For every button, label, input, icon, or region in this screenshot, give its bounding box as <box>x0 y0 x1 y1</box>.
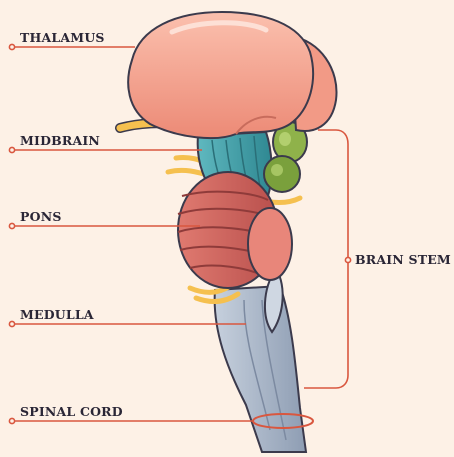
label-pons: PONS <box>20 209 62 224</box>
label-spinal-cord: SPINAL CORD <box>20 404 123 419</box>
label-medulla: MEDULLA <box>20 307 94 322</box>
thalamus-shape <box>128 12 336 138</box>
label-thalamus: THALAMUS <box>20 30 105 45</box>
label-brain-stem: BRAIN STEM <box>355 252 451 267</box>
label-midbrain: MIDBRAIN <box>20 133 100 148</box>
